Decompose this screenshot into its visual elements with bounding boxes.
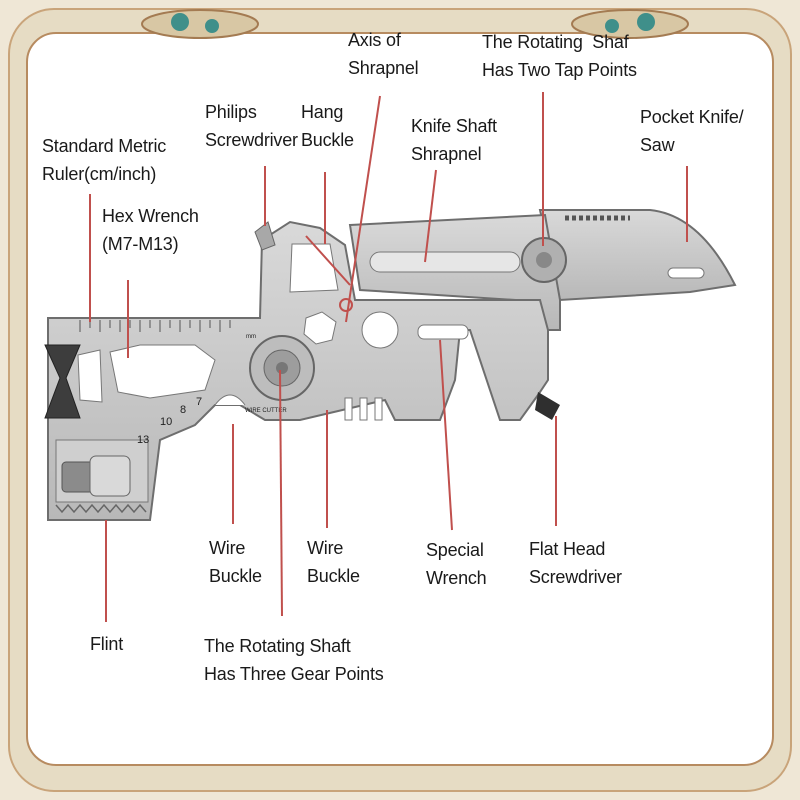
label-hex-wrench: Hex Wrench (M7-M13) bbox=[102, 206, 199, 254]
label-special-wrench: Special Wrench bbox=[426, 540, 487, 588]
label-flat-head-screwdriver: Flat Head Screwdriver bbox=[529, 539, 622, 587]
leader-lines bbox=[89, 92, 688, 622]
label-axis-of-shrapnel: Axis of Shrapnel bbox=[348, 30, 419, 78]
marking-ruler-unit: mm bbox=[246, 334, 256, 340]
marking-size-8: 8 bbox=[180, 404, 186, 416]
leader-knife-shaft-shrapnel bbox=[424, 169, 437, 263]
label-pocket-knife-saw: Pocket Knife/ Saw bbox=[640, 107, 744, 155]
label-standard-metric-ruler: Standard Metric Ruler(cm/inch) bbox=[42, 136, 167, 184]
label-wire-buckle-2: Wire Buckle bbox=[307, 538, 360, 586]
label-flint: Flint bbox=[90, 634, 124, 654]
label-rotating-shaft-three-gear-points: The Rotating Shaft Has Three Gear Points bbox=[204, 636, 384, 684]
marking-size-10: 10 bbox=[160, 416, 172, 428]
leader-rotating-shaft-three bbox=[279, 369, 283, 617]
marking-wire-cutter: WIRE CUTTER bbox=[245, 408, 287, 414]
label-wire-buckle-1: Wire Buckle bbox=[209, 538, 262, 586]
corner-ornament-right bbox=[571, 9, 689, 39]
label-rotating-shaft-two-tap-points: The Rotating Shaf Has Two Tap Points bbox=[482, 32, 637, 80]
label-hang-buckle: Hang Buckle bbox=[301, 102, 354, 150]
corner-ornament-left bbox=[141, 9, 259, 39]
knife-blade bbox=[538, 209, 737, 302]
leader-special-wrench bbox=[439, 339, 453, 531]
marking-size-7: 7 bbox=[196, 396, 202, 408]
label-philips-screwdriver: Philips Screwdriver bbox=[205, 102, 298, 150]
label-knife-shaft-shrapnel: Knife Shaft Shrapnel bbox=[411, 116, 497, 164]
leader-axis-of-shrapnel bbox=[345, 95, 381, 323]
multitool-body bbox=[44, 220, 560, 521]
marking-size-13: 13 bbox=[137, 434, 149, 446]
